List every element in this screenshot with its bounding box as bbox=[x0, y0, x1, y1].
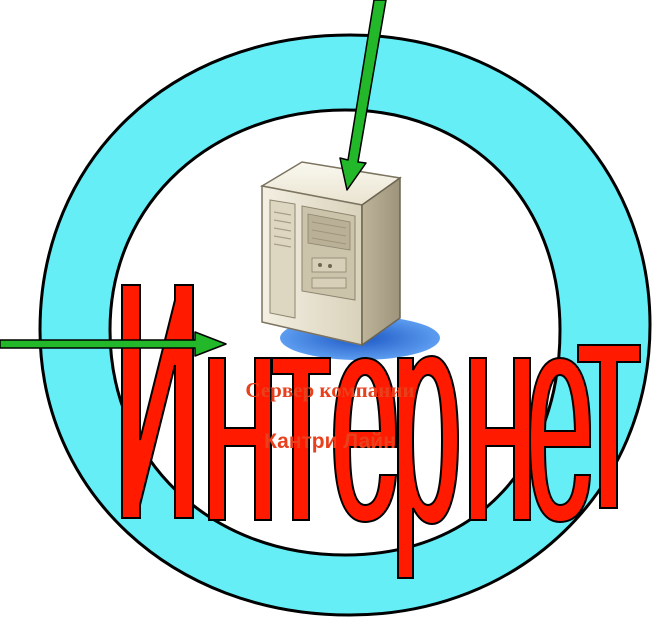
server-caption-line2: Кантри Лайн bbox=[264, 430, 396, 453]
letter-7 bbox=[528, 356, 592, 524]
server-caption-line1: Сервер компании bbox=[245, 378, 415, 402]
letter-2 bbox=[208, 357, 272, 521]
letter-3 bbox=[271, 357, 331, 521]
letter-6 bbox=[469, 357, 531, 521]
letter-8 bbox=[577, 344, 641, 509]
letter-4 bbox=[332, 356, 398, 524]
letter-5 bbox=[397, 354, 460, 579]
arrow-from-left-icon bbox=[0, 331, 227, 357]
arrow-from-top-icon bbox=[339, 0, 387, 191]
server-tower-icon bbox=[259, 161, 440, 360]
internet-title-letters bbox=[121, 284, 641, 579]
